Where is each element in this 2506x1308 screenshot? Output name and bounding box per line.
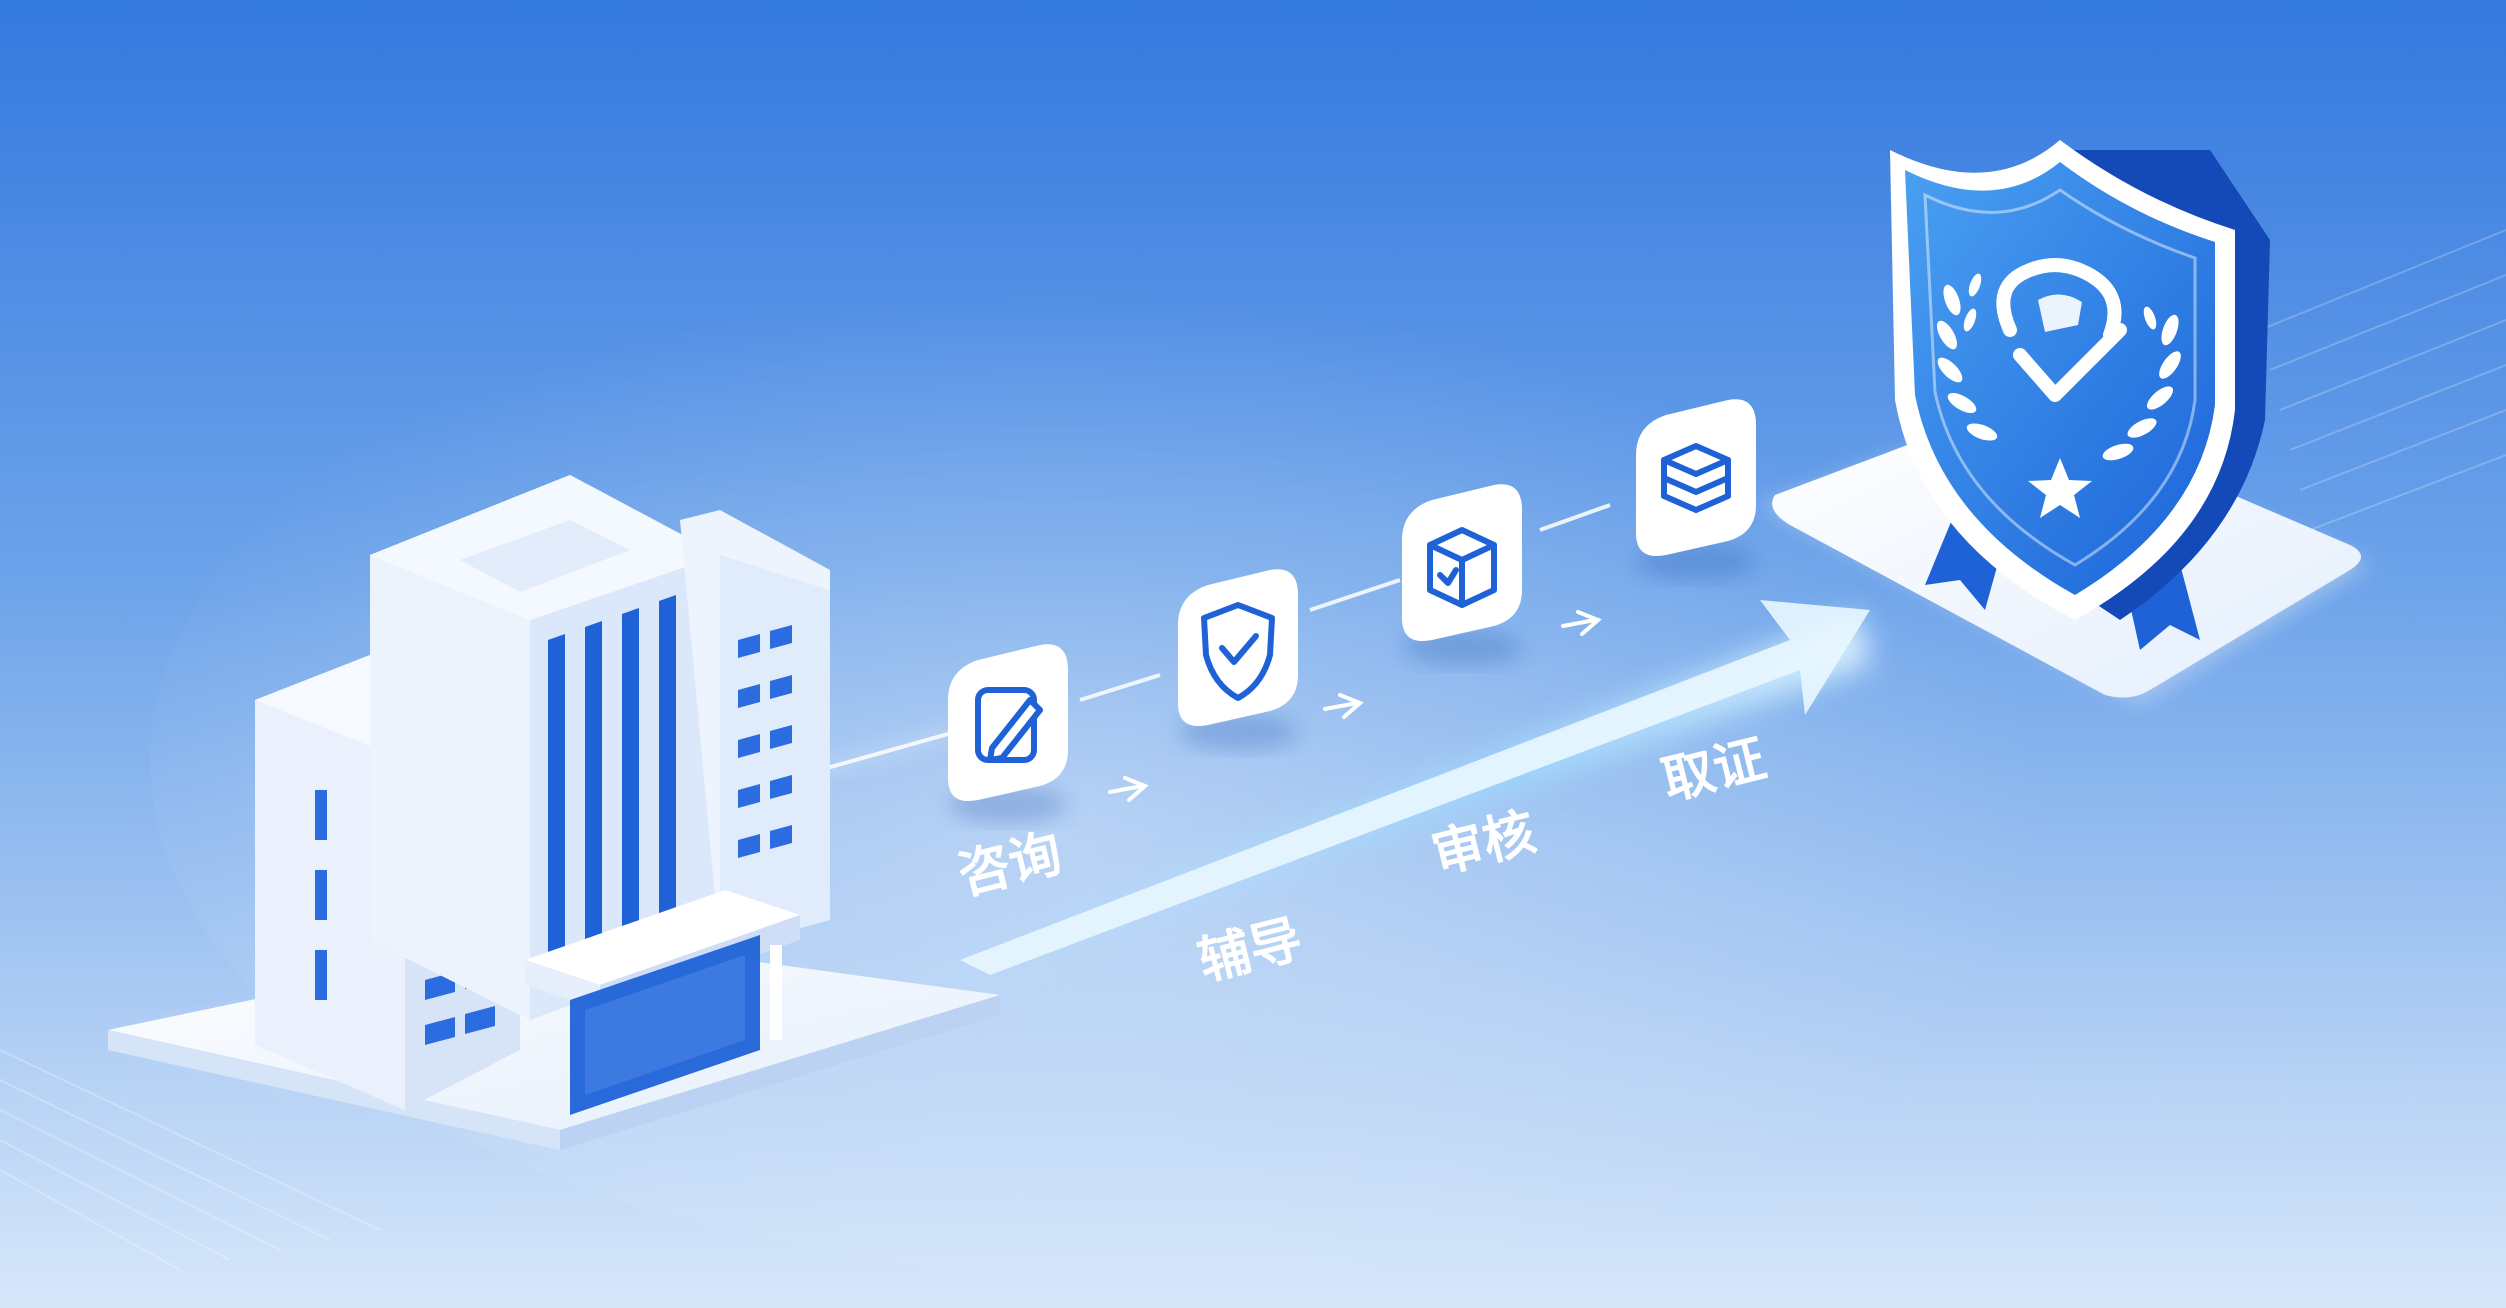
edit-pen-icon	[975, 687, 1043, 763]
star-icon	[2028, 458, 2092, 518]
step-tile	[1636, 399, 1756, 557]
chevron-right-icon	[1561, 610, 1602, 636]
checklist-box-icon	[1427, 527, 1497, 608]
chevrons	[1108, 610, 1602, 802]
step-tile	[1178, 569, 1298, 727]
step-node-consult: 咨询	[948, 644, 1068, 907]
chevron-right-icon	[1108, 776, 1149, 802]
step-tile	[948, 644, 1068, 802]
shield-check-icon	[1201, 602, 1275, 701]
layers-stack-icon	[1661, 443, 1731, 513]
step-node-review: 审核	[1402, 484, 1542, 886]
office-building-icon	[108, 475, 1000, 1150]
step-node-certify: 取证	[1636, 399, 1772, 812]
decor-lines-right	[2259, 229, 2506, 531]
process-arrow	[960, 600, 1870, 975]
decor-lines-left	[0, 1049, 381, 1271]
step-node-coaching: 辅导	[1178, 569, 1308, 993]
certification-shield-icon	[1760, 140, 2370, 705]
chevron-right-icon	[1323, 693, 1364, 719]
laurel-wreath	[1936, 273, 2181, 461]
